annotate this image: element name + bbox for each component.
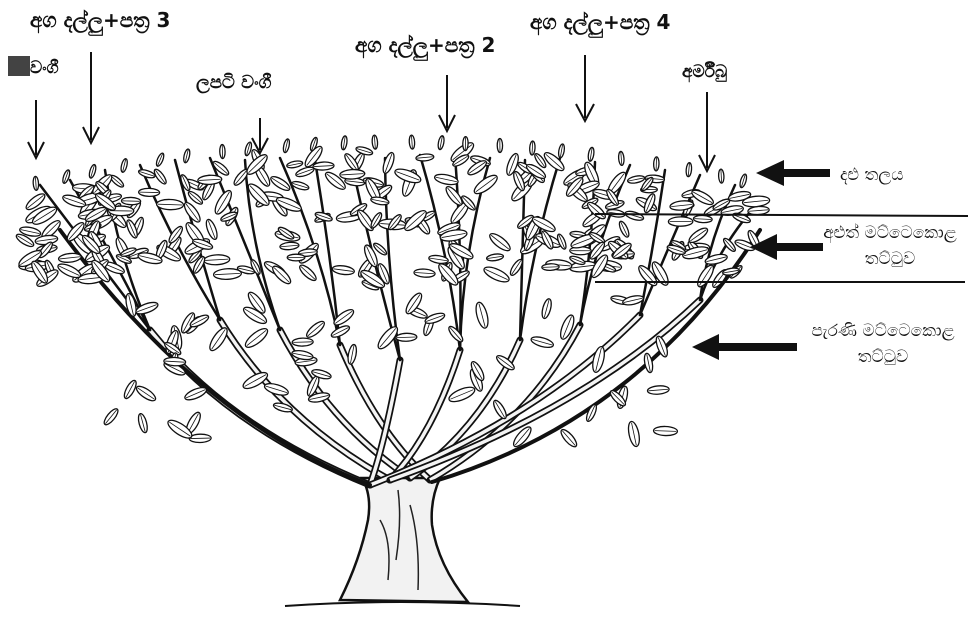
- arrow-tip-bud-4: [576, 55, 594, 121]
- layer-boundary-upper: [595, 214, 968, 216]
- arrow-young-bud: [699, 92, 715, 171]
- arrow-tip-bud-3: [83, 52, 99, 143]
- label-tip-bud-2: අග දල්ලු+පත්‍ර 2: [355, 33, 495, 57]
- leaf-vein: [190, 438, 210, 439]
- main-branch-highlight: [150, 330, 370, 485]
- scan-smudge: [8, 56, 30, 76]
- label-plucking-table: දළු තලය: [840, 162, 903, 188]
- arrow-lateral-shoot: [252, 118, 268, 153]
- label-new-maintenance-layer-line2: තට්ටුව: [820, 246, 960, 272]
- label-shoot-left: වංගී: [30, 58, 59, 78]
- label-old-maintenance-layer: පැරණි මට්ටෙකොළ තට්ටුව: [798, 318, 968, 370]
- label-new-maintenance-layer: අළුත් මට්ටෙකොළ තට්ටුව: [820, 220, 960, 272]
- arrow-tip-bud-2: [439, 75, 455, 131]
- arrow-shoot-left: [28, 100, 44, 158]
- leaf-vein: [122, 201, 139, 202]
- ground-line: [285, 602, 520, 606]
- label-new-maintenance-layer-line1: අළුත් මට්ටෙකොළ: [820, 220, 960, 246]
- label-tip-bud-3: අග දල්ලු+පත්‍ර 3: [30, 8, 170, 32]
- label-tip-bud-4: අග දල්ලු+පත්‍ර 4: [530, 10, 670, 34]
- label-old-maintenance-layer-line2: තට්ටුව: [798, 344, 968, 370]
- arrow-old-maintenance-layer: [692, 334, 797, 360]
- label-lateral-shoot: ලපටි වංගී: [196, 72, 272, 93]
- main-branch: [150, 330, 370, 485]
- arrow-plucking-table: [756, 160, 830, 186]
- label-young-bud: අර්මීබු: [682, 62, 727, 82]
- trunk: [340, 478, 468, 602]
- label-old-maintenance-layer-line1: පැරණි මට්ටෙකොළ: [798, 318, 968, 344]
- arrow-new-maintenance-layer: [750, 234, 823, 260]
